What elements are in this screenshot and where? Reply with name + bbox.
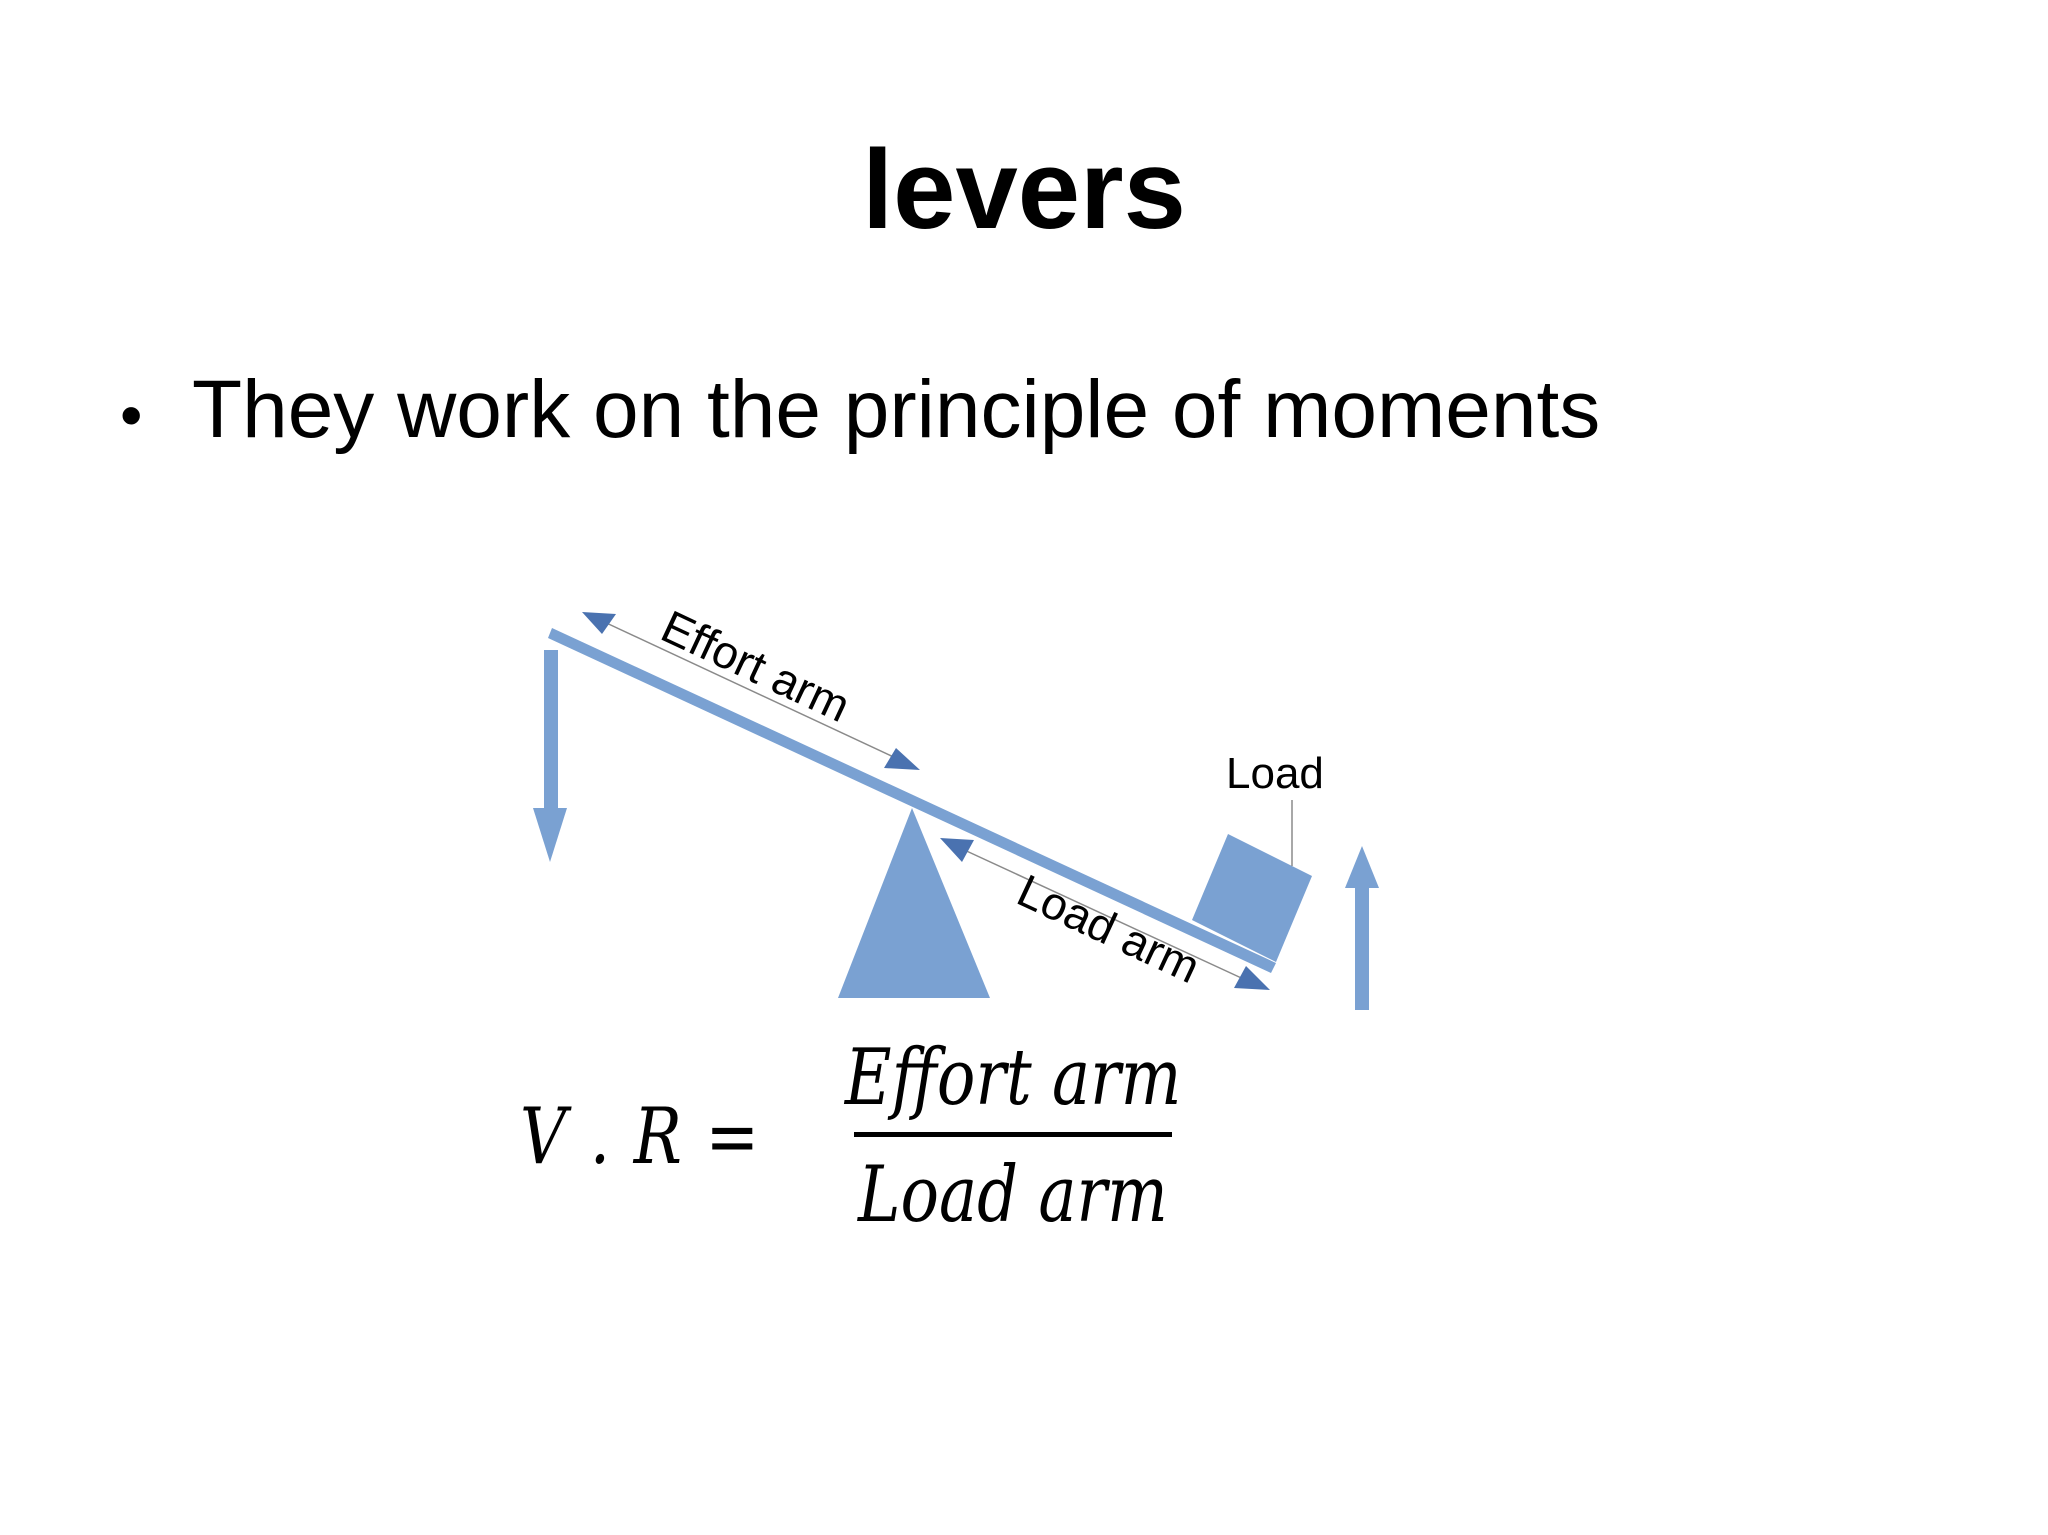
bullet-text: They work on the principle of moments <box>192 364 1601 455</box>
effort-arm-dimension <box>582 612 920 770</box>
bullet-dot-icon: • <box>120 379 143 451</box>
effort-arm-label: Effort arm <box>654 600 858 732</box>
load-label: Load <box>1226 749 1324 798</box>
load-block <box>1192 834 1312 962</box>
load-arm-start-arrowhead-icon <box>940 838 974 862</box>
bullet-item: • They work on the principle of moments <box>120 360 1600 465</box>
effort-arm-end-arrowhead-icon <box>884 748 920 770</box>
effort-down-arrow-icon <box>533 650 567 862</box>
slide-title: levers <box>862 127 1186 252</box>
fraction-bar <box>853 1132 1172 1137</box>
velocity-ratio-formula: V . R = Effort arm Load arm <box>520 1030 1218 1243</box>
effort-arm-start-arrowhead-icon <box>582 612 616 634</box>
fulcrum-triangle <box>838 808 990 998</box>
formula-denominator: Load arm <box>857 1150 1168 1240</box>
bullet-list: • They work on the principle of moments <box>120 360 1600 465</box>
lever-beam <box>548 628 1276 973</box>
load-up-arrow-icon <box>1345 846 1379 1010</box>
load-arm-end-arrowhead-icon <box>1234 966 1270 990</box>
formula-numerator: Effort arm <box>844 1033 1182 1123</box>
formula-fraction: Effort arm Load arm <box>808 1030 1218 1243</box>
formula-lhs: V . R = <box>520 1091 761 1182</box>
load-arm-dimension <box>940 838 1270 990</box>
